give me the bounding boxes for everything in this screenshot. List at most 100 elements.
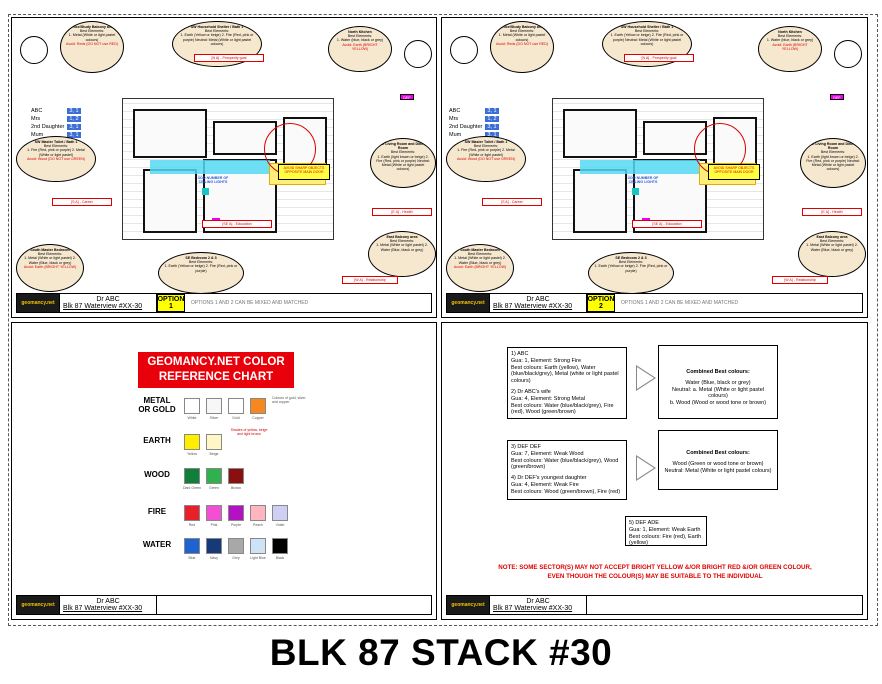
color-swatch [228,505,244,521]
main-door-note: AVOID SHARP OBJECTS OPPOSITE MAIN DOOR [278,164,330,180]
combined-colours-2: Combined Best colours: Wood (Green or wo… [658,430,778,490]
swatch-label: Peach [253,523,263,527]
unit-address: Blk 87 Waterview #XX-30 [63,605,143,612]
color-swatch [250,505,266,521]
ceiling-lights-note: ODD NUMBER OF CEILING LIGHTS [627,176,659,185]
element-label: WATER [142,540,172,549]
footer: geomancy.net Dr ABC Blk 87 Waterview #XX… [446,293,863,313]
unit-address: Blk 87 Waterview #XX-30 [493,605,573,612]
tag-education: [SE A] - Education [632,220,702,228]
tag-relationship: [W A] - Relationship [772,276,828,284]
color-swatch [184,538,200,554]
page-title: BLK 87 STACK #30 [269,632,613,673]
option-badge: OPTION 2 [587,294,615,312]
swatch-label: Navy [210,556,218,560]
metal-note: Colours of gold, silver and copper [272,396,306,404]
unit-address: Blk 87 Waterview #XX-30 [493,303,573,310]
arrow-icon [636,455,656,481]
color-swatch [250,538,266,554]
tag-prosperity: [N A] - Prosperity goal [194,54,264,62]
swatch-label: Blue [188,556,196,560]
swatch-label: Green [209,486,219,490]
swatch-label: Beige [209,452,219,456]
tag-education: [SE A] - Education [202,220,272,228]
arrow-icon [636,365,656,391]
earth-note: Shades of yellow, beige and light brown [230,428,268,436]
ceiling-lights-note: ODD NUMBER OF CEILING LIGHTS [197,176,229,185]
color-swatch [228,398,244,414]
footer: geomancy.net Dr ABC Blk 87 Waterview #XX… [16,293,432,313]
color-swatch [184,468,200,484]
option-note: OPTIONS 1 AND 2 CAN BE MIXED AND MATCHED [191,300,309,306]
swatch-label: Violet [275,523,285,527]
sector-note: NOTE: SOME SECTOR(S) MAY NOT ACCEPT BRIG… [498,564,812,580]
color-swatch [206,505,222,521]
swatch-label: Red [188,523,196,527]
client-name: Dr ABC [96,296,120,303]
unit-address: Blk 87 Waterview #XX-30 [63,303,143,310]
color-swatch [206,434,222,450]
footer: geomancy.net Dr ABC Blk 87 Waterview #XX… [16,595,432,615]
element-label: METAL OR GOLD [138,396,176,414]
color-swatch [184,434,200,450]
color-swatch [184,505,200,521]
color-swatch [206,398,222,414]
client-name: Dr ABC [96,598,120,605]
color-swatch [250,398,266,414]
swatch-label: Dark Green [182,486,202,490]
compass-icon [834,40,862,68]
tag-career: [S A] - Career [482,198,542,206]
swatch-label: Grey [232,556,240,560]
color-chart-title: GEOMANCY.NET COLOR REFERENCE CHART [138,352,294,388]
swatch-label: Light Blue [250,556,266,560]
swatch-label: Purple [230,523,242,527]
client-name: Dr ABC [526,598,550,605]
geomancy-logo: geomancy.net [447,294,490,312]
color-swatch [206,468,222,484]
element-label: FIRE [147,507,167,516]
option-note: OPTIONS 1 AND 2 CAN BE MIXED AND MATCHED [621,300,739,306]
swatch-label: Yellow [187,452,197,456]
swatch-label: Silver [209,416,219,420]
swatch-label: Brown [231,486,241,490]
compass-icon [450,36,478,64]
tag-prosperity: [N A] - Prosperity goal [624,54,694,62]
element-label: WOOD [144,470,170,479]
element-label: EARTH [143,436,171,445]
color-swatch [228,538,244,554]
occupant-tag: DEF [830,94,844,100]
color-swatch [272,538,288,554]
main-door-note: AVOID SHARP OBJECTS OPPOSITE MAIN DOOR [708,164,760,180]
color-swatch [184,398,200,414]
color-swatch [206,538,222,554]
occupant-tag: DEF [400,94,414,100]
tag-career: [S A] - Career [52,198,112,206]
geomancy-logo: geomancy.net [17,596,60,614]
option-badge: OPTION 1 [157,294,185,312]
color-swatch [228,468,244,484]
swatch-label: Copper [252,416,264,420]
geomancy-logo: geomancy.net [447,596,490,614]
compass-icon [404,40,432,68]
tag-health: [E A] - Health [802,208,862,216]
swatch-label: White [187,416,197,420]
page-guide [8,14,878,626]
